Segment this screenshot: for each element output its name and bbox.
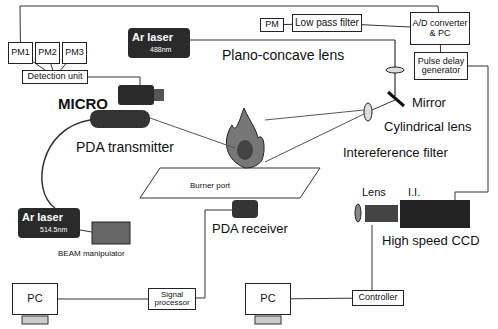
part-label: Lens <box>362 186 386 198</box>
box-label: PC <box>260 293 275 305</box>
drawing-part <box>42 120 90 208</box>
filter-box: Low pass filter <box>292 14 362 32</box>
box-label: A/D converter & PC <box>411 19 469 38</box>
part-label: MICRO <box>58 96 108 113</box>
box-label: Detection unit <box>27 72 82 81</box>
drawing-part <box>140 168 320 198</box>
part-label: 514.5nm <box>40 226 67 234</box>
box-label: Low pass filter <box>295 18 359 29</box>
computer-box: A/D converter & PC <box>410 12 470 45</box>
part-label: Cylindrical lens <box>384 120 471 134</box>
photomultiplier-box: PM3 <box>62 42 87 64</box>
part-label: Plano-concave lens <box>222 48 344 63</box>
part-label: 488nm <box>150 46 171 54</box>
drawing-part <box>128 28 190 58</box>
wire-connector <box>440 45 441 52</box>
photomultiplier-box: PM1 <box>8 42 33 64</box>
part-label: Burner port <box>190 182 230 191</box>
photomultiplier-box: PM2 <box>35 42 60 64</box>
computer-stands <box>22 316 281 324</box>
detection-box: Detection unit <box>22 70 88 84</box>
part-label: I.I. <box>408 186 420 198</box>
part-label: PDA transmitter <box>76 140 174 155</box>
drawing-part <box>90 110 150 128</box>
computer-box: PC <box>245 283 291 315</box>
part-label: Intereference filter <box>343 146 448 160</box>
drawing-part <box>92 222 130 244</box>
part-label: BEAM manipulator <box>58 250 125 259</box>
drawing-part <box>18 208 80 238</box>
computer-box: PC <box>12 283 58 315</box>
drawing-part <box>364 103 372 121</box>
box-label: Pulse delay generator <box>415 57 467 76</box>
drawing-part <box>386 67 404 73</box>
part-label: Ar laser <box>132 31 173 43</box>
drawing-part <box>22 316 48 324</box>
box-label: Controller <box>358 293 397 302</box>
pda-transmitter <box>42 110 235 208</box>
part-label: Mirror <box>412 96 446 110</box>
drawing-part <box>372 225 373 290</box>
bottom-laser <box>18 208 130 244</box>
drawing-part <box>190 39 395 40</box>
ccd-camera <box>355 66 488 290</box>
drawing-part <box>265 110 364 120</box>
wire-connector <box>291 298 352 300</box>
box-label: PM3 <box>65 48 84 57</box>
part-label: PDA receiver <box>212 222 288 236</box>
drawing-part <box>88 77 140 85</box>
drawing-part <box>118 85 154 105</box>
wire-connector <box>20 6 439 42</box>
wire-connector <box>362 25 410 27</box>
photomultiplier-box: PM <box>260 18 284 32</box>
processor-box: Signal processor <box>148 288 196 310</box>
wire-connector <box>58 299 148 300</box>
part-label: Ar laser <box>22 211 63 223</box>
box-label: PM2 <box>38 48 57 57</box>
drawing-part <box>154 89 164 101</box>
drawing-part <box>388 92 404 106</box>
controller-box: Controller <box>352 290 404 306</box>
box-label: Signal processor <box>149 291 195 308</box>
box-label: PM1 <box>11 48 30 57</box>
drawing-part <box>255 316 281 324</box>
box-label: PM <box>265 20 279 29</box>
part-label: High speed CCD <box>382 234 480 248</box>
drawing-part <box>400 200 470 228</box>
drawing-part <box>372 100 395 110</box>
top-laser <box>128 28 395 96</box>
drawing-part <box>365 205 398 222</box>
drawing-part <box>237 140 253 160</box>
generator-box: Pulse delay generator <box>414 52 468 80</box>
drawing-part <box>355 204 361 222</box>
box-label: PC <box>27 293 42 305</box>
drawing-part <box>80 230 92 232</box>
drawing-part <box>232 200 258 218</box>
drawing-part <box>226 108 264 168</box>
wire-connector <box>284 24 292 25</box>
